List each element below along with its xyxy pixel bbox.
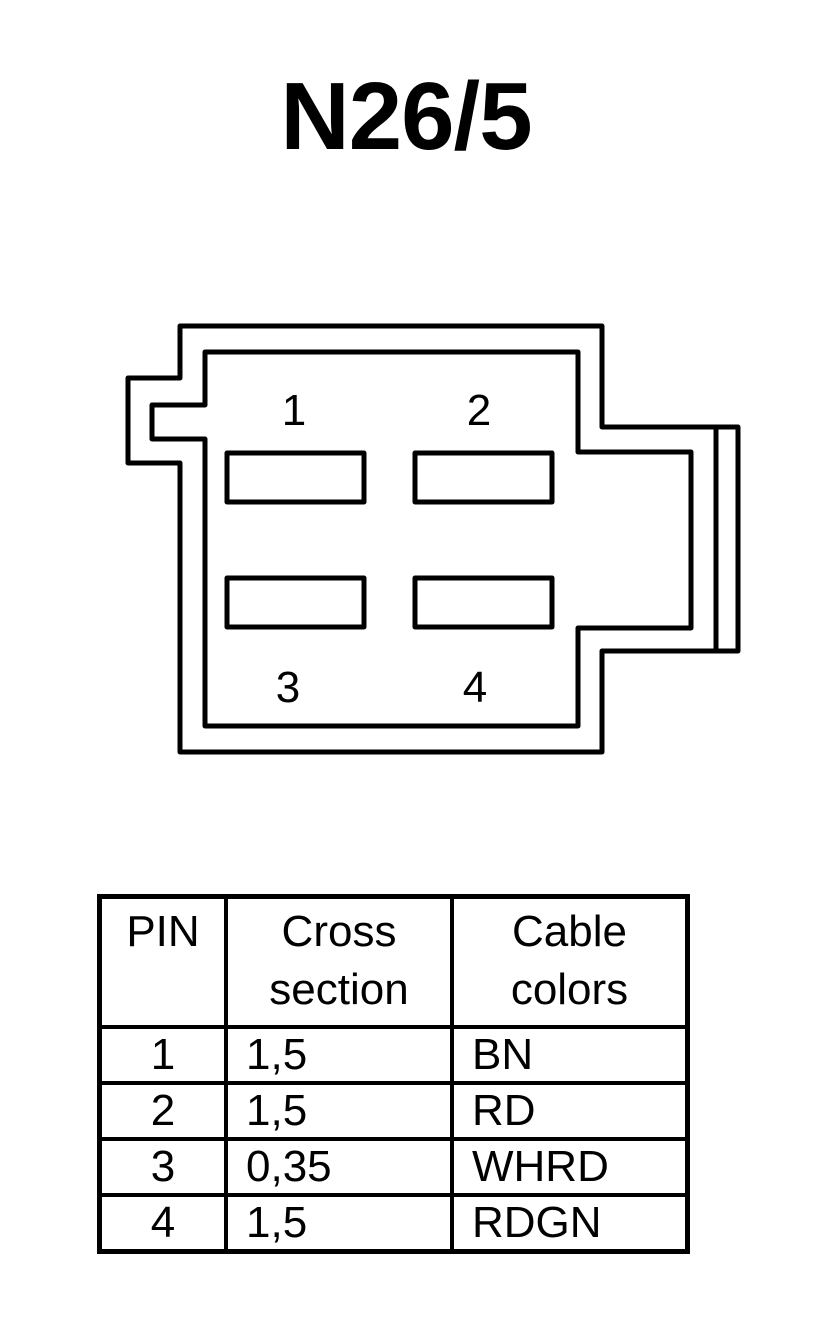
table-row: 2 1,5 RD bbox=[97, 1081, 690, 1141]
cell-cross-section: 1,5 bbox=[224, 1193, 454, 1254]
header-cable-colors: Cable colors bbox=[450, 894, 690, 1029]
pin-table-header-row: PIN Cross section Cable colors bbox=[97, 894, 690, 1029]
cell-pin: 3 bbox=[97, 1137, 228, 1197]
header-pin-label: PIN bbox=[126, 907, 200, 956]
cell-cable-color: RD bbox=[450, 1081, 690, 1141]
pin-socket-4 bbox=[412, 575, 555, 630]
connector-diagram: 1 2 3 4 bbox=[125, 323, 741, 755]
header-cross-line2: section bbox=[269, 965, 409, 1014]
pin-label-3: 3 bbox=[276, 663, 300, 712]
table-row: 1 1,5 BN bbox=[97, 1025, 690, 1085]
header-pin: PIN bbox=[97, 894, 228, 1029]
pin-socket-1 bbox=[224, 450, 367, 505]
cell-cable-color: RDGN bbox=[450, 1193, 690, 1254]
cell-cable-color: WHRD bbox=[450, 1137, 690, 1197]
table-row: 3 0,35 WHRD bbox=[97, 1137, 690, 1197]
cell-cable-color: BN bbox=[450, 1025, 690, 1085]
header-cross-section: Cross section bbox=[224, 894, 454, 1029]
header-color-line2: colors bbox=[510, 965, 629, 1014]
pin-socket-3 bbox=[224, 575, 367, 630]
header-color-line1: Cable bbox=[512, 907, 627, 956]
cell-cross-section: 1,5 bbox=[224, 1081, 454, 1141]
pin-label-2: 2 bbox=[467, 386, 491, 435]
cell-cross-section: 0,35 bbox=[224, 1137, 454, 1197]
page-title: N26/5 bbox=[280, 63, 532, 170]
table-row: 4 1,5 RDGN bbox=[97, 1193, 690, 1254]
cell-pin: 4 bbox=[97, 1193, 228, 1254]
cell-pin: 2 bbox=[97, 1081, 228, 1141]
pin-socket-2 bbox=[412, 450, 555, 505]
pin-label-4: 4 bbox=[463, 663, 487, 712]
connector-outer-housing bbox=[125, 323, 741, 755]
connector-inner-cavity bbox=[149, 349, 694, 729]
header-cross-line1: Cross bbox=[281, 907, 397, 956]
cell-pin: 1 bbox=[97, 1025, 228, 1085]
cell-cross-section: 1,5 bbox=[224, 1025, 454, 1085]
pin-table: PIN Cross section Cable colors 1 1,5 BN … bbox=[97, 894, 690, 1254]
pin-label-1: 1 bbox=[282, 386, 306, 435]
